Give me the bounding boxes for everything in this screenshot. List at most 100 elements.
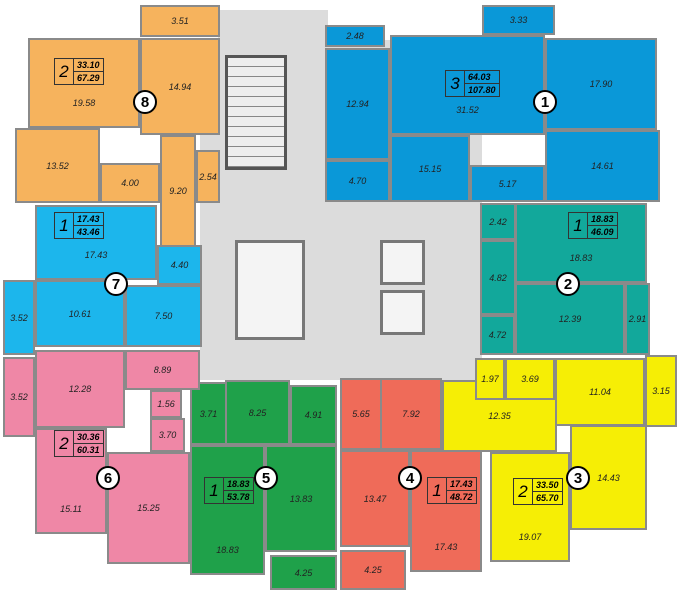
room-apartment-7[interactable]: 7.50 <box>125 285 202 347</box>
room-apartment-1[interactable]: 17.90 <box>545 38 657 130</box>
room-apartment-1[interactable]: 14.61 <box>545 130 660 202</box>
room-apartment-6[interactable]: 8.89 <box>125 350 200 390</box>
room-area-label: 10.61 <box>68 308 92 319</box>
room-apartment-8[interactable]: 9.20 <box>160 135 196 247</box>
apartment-number-badge[interactable]: 3 <box>566 466 590 490</box>
room-apartment-8[interactable]: 13.52 <box>15 128 100 203</box>
room-apartment-7[interactable]: 17.43 <box>35 205 157 280</box>
common-hall <box>218 10 328 50</box>
room-area-label: 18.83 <box>216 545 239 555</box>
staircase <box>225 55 287 170</box>
room-area-label: 17.90 <box>589 79 613 89</box>
living-area: 18.83 <box>224 478 253 491</box>
room-apartment-6[interactable]: 3.52 <box>3 357 35 437</box>
room-apartment-8[interactable]: 4.00 <box>100 163 160 203</box>
room-apartment-4[interactable]: 17.43 <box>410 450 482 572</box>
room-apartment-3[interactable]: 1.97 <box>475 358 505 400</box>
room-apartment-6[interactable]: 15.11 <box>35 428 107 534</box>
room-area-label: 4.91 <box>304 410 323 420</box>
total-area: 48.72 <box>450 492 473 502</box>
room-area-label: 2.48 <box>346 31 364 41</box>
room-apartment-5[interactable]: 3.71 <box>190 382 227 445</box>
room-apartment-7[interactable]: 4.40 <box>157 245 202 285</box>
apartment-number-badge[interactable]: 6 <box>96 466 120 490</box>
room-apartment-2[interactable]: 18.83 <box>515 203 647 283</box>
room-apartment-1[interactable]: 5.17 <box>470 165 545 202</box>
room-apartment-6[interactable]: 15.25 <box>107 452 190 564</box>
living-area: 17.43 <box>447 478 476 491</box>
room-apartment-5[interactable]: 4.91 <box>290 385 337 445</box>
room-area-label: 18.83 <box>569 253 593 263</box>
room-area-label: 15.11 <box>60 504 82 514</box>
room-area-label: 17.43 <box>84 250 108 260</box>
room-apartment-3[interactable]: 3.15 <box>645 355 677 427</box>
room-apartment-6[interactable]: 12.28 <box>35 350 125 428</box>
room-apartment-8[interactable]: 3.51 <box>140 5 220 37</box>
room-apartment-4[interactable]: 13.47 <box>340 450 410 547</box>
room-area-label: 4.00 <box>121 178 139 188</box>
room-apartment-8[interactable]: 14.94 <box>140 38 220 135</box>
room-area-label: 1.97 <box>481 374 499 384</box>
room-apartment-7[interactable]: 3.52 <box>3 280 35 355</box>
room-apartment-1[interactable]: 3.33 <box>482 5 555 35</box>
room-area-label: 12.28 <box>68 384 92 394</box>
room-apartment-6[interactable]: 3.70 <box>150 418 185 452</box>
room-area-label: 13.47 <box>363 493 387 504</box>
room-apartment-4[interactable]: 5.65 <box>340 378 382 450</box>
room-apartment-5[interactable]: 18.83 <box>190 445 265 575</box>
elevator-shaft <box>380 240 425 285</box>
total-area: 107.80 <box>468 85 496 95</box>
room-area-label: 3.33 <box>509 15 528 25</box>
room-area-label: 12.94 <box>346 99 369 109</box>
apartment-number-badge[interactable]: 8 <box>133 90 157 114</box>
room-area-label: 11.04 <box>589 387 611 397</box>
room-apartment-3[interactable]: 14.43 <box>570 425 647 530</box>
room-apartment-1[interactable]: 4.70 <box>325 160 390 202</box>
room-apartment-5[interactable]: 8.25 <box>225 380 290 445</box>
apartment-number-badge[interactable]: 2 <box>556 272 580 296</box>
room-apartment-1[interactable]: 12.94 <box>325 48 390 160</box>
total-area: 43.46 <box>77 227 100 237</box>
room-area-label: 12.35 <box>488 411 511 421</box>
room-area-label: 14.94 <box>168 81 192 92</box>
room-area-label: 14.43 <box>597 472 620 483</box>
rooms-count: 2 <box>55 431 74 456</box>
room-apartment-3[interactable]: 19.07 <box>490 452 570 562</box>
room-area-label: 1.56 <box>157 399 175 409</box>
room-apartment-2[interactable]: 2.91 <box>625 283 650 355</box>
room-apartment-8[interactable]: 19.58 <box>28 38 140 128</box>
living-area: 33.10 <box>74 59 103 72</box>
room-apartment-3[interactable]: 3.69 <box>505 358 555 400</box>
room-apartment-2[interactable]: 4.72 <box>480 315 515 355</box>
apartment-number-badge[interactable]: 1 <box>533 90 557 114</box>
room-area-label: 3.52 <box>10 392 28 402</box>
room-area-label: 7.50 <box>154 311 173 321</box>
room-area-label: 7.92 <box>402 409 420 419</box>
room-apartment-8[interactable]: 2.54 <box>196 150 220 203</box>
apartment-number-badge[interactable]: 7 <box>104 272 128 296</box>
room-area-label: 31.52 <box>456 105 479 115</box>
room-apartment-3[interactable]: 11.04 <box>555 358 645 426</box>
room-apartment-4[interactable]: 4.25 <box>340 550 406 590</box>
room-apartment-5[interactable]: 13.83 <box>265 445 337 552</box>
room-apartment-1[interactable]: 31.52 <box>390 35 545 135</box>
room-apartment-4[interactable]: 7.92 <box>380 378 442 450</box>
room-apartment-2[interactable]: 4.82 <box>480 240 516 315</box>
room-apartment-5[interactable]: 4.25 <box>270 555 337 590</box>
elevator-shaft <box>380 290 425 335</box>
room-apartment-1[interactable]: 2.48 <box>325 25 385 47</box>
apartment-number-badge[interactable]: 4 <box>398 466 422 490</box>
living-area: 33.50 <box>533 479 562 492</box>
total-area: 60.31 <box>77 445 100 455</box>
room-apartment-2[interactable]: 2.42 <box>480 203 516 240</box>
room-apartment-1[interactable]: 15.15 <box>390 135 470 202</box>
room-apartment-6[interactable]: 1.56 <box>150 390 182 418</box>
rooms-count: 2 <box>514 479 533 504</box>
apartment-number-badge[interactable]: 5 <box>254 466 278 490</box>
elevator-shaft <box>235 240 305 340</box>
